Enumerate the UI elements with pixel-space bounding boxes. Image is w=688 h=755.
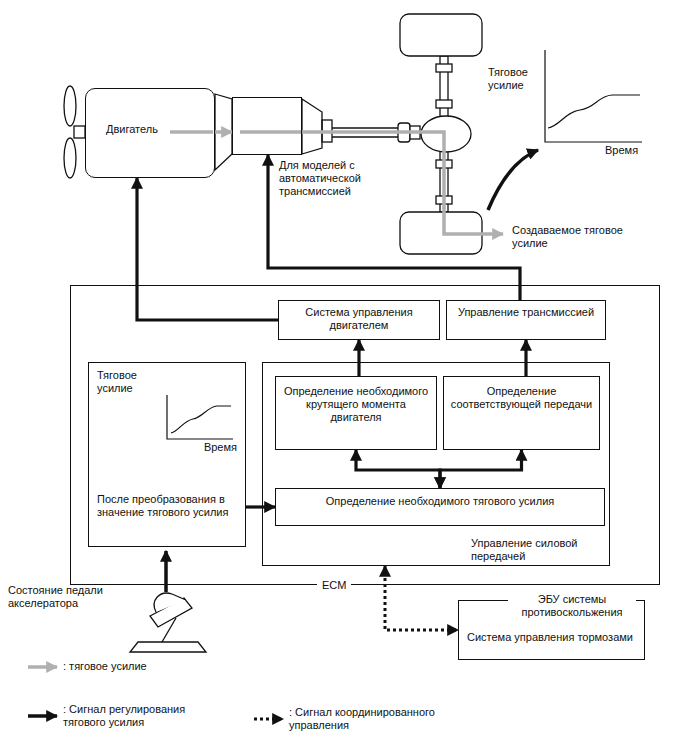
traction-flow [170, 132, 503, 234]
engine-bellhousing [215, 94, 232, 170]
propeller [64, 86, 85, 178]
legend-text: : Сигнал координированного управления [289, 706, 469, 732]
transmission-control-box: Управление трансмиссией [446, 300, 606, 340]
legend-line [254, 718, 283, 721]
input-label: Состояние педали акселератора [8, 584, 133, 610]
legend-line [28, 714, 57, 718]
legend-text: : тяговое усилие [63, 660, 213, 673]
axis-label: Тяговое усилие [97, 369, 147, 395]
engine-box: Двигатель [85, 88, 215, 178]
conversion-box: Тяговое усилиеВремяПосле преобразования … [88, 362, 246, 547]
axis-label: Время [97, 441, 237, 454]
box-text: Определение необходимого тягового усилия [282, 495, 598, 508]
control-arrow [246, 505, 275, 508]
box-text: Управление трансмиссией [453, 306, 599, 319]
box-text: Определение необходимого крутящего момен… [282, 385, 430, 425]
control-arrow [356, 450, 440, 488]
control-arrow [440, 450, 522, 488]
legend-sample [26, 709, 60, 723]
box-text: Система управления тормозами [467, 631, 636, 644]
ecm-label: ECM [317, 579, 351, 592]
coordination-arrow [385, 566, 458, 630]
control-arrow [268, 155, 520, 300]
legend-line [28, 665, 57, 669]
force-graph [97, 395, 235, 441]
traction-box: Определение необходимого тягового усилия [275, 488, 605, 526]
unit-heading: ЭБУ системы противоскольжения [508, 593, 636, 619]
box-text: Двигатель [106, 123, 210, 136]
box-text: Определение соответствующей передачи [450, 385, 593, 411]
engine-control-box: Система управления двигателем [278, 300, 440, 340]
output-label: Создаваемое тяговое усилие [512, 224, 632, 250]
callout-text: Для моделей с автоматической трансмиссие… [279, 159, 379, 199]
axle [421, 56, 471, 212]
pedal-arrow [164, 551, 168, 592]
traction-flow-arrow [215, 130, 232, 134]
legend-item: : Сигнал координированного управления [252, 706, 469, 732]
callout-arrow [488, 150, 538, 210]
transmission-tail [302, 99, 332, 154]
group-label: Управление силовой передачей [471, 537, 581, 563]
graph-axes [167, 395, 233, 439]
accelerator-pedal [130, 593, 206, 652]
box-text: Система управления двигателем [285, 306, 433, 332]
abs-ecu-box: ЭБУ системы противоскольженияСистема упр… [458, 600, 645, 660]
axis-label: Время [605, 144, 655, 157]
torque-box: Определение необходимого крутящего момен… [275, 376, 437, 450]
legend-sample [252, 712, 286, 726]
gear-box: Определение соответствующей передачи [443, 376, 600, 450]
legend-item: : Сигнал регулирования тягового усилия [26, 703, 223, 729]
transmission-box: Для моделей с автоматической трансмиссие… [232, 97, 302, 155]
box-text: После преобразования в значение тягового… [97, 493, 237, 519]
wheels [400, 14, 482, 254]
legend-item: : тяговое усилие [26, 660, 213, 674]
output-graph [545, 50, 642, 142]
legend-text: : Сигнал регулирования тягового усилия [63, 703, 223, 729]
powertrain-control-box: Определение необходимого крутящего момен… [262, 362, 610, 566]
control-arrow [357, 340, 360, 376]
graph-curve [171, 406, 231, 433]
legend-sample [26, 660, 60, 674]
axis-label: Тяговое усилие [488, 66, 546, 92]
control-arrow [524, 340, 527, 376]
ecm-box: Система управления двигателемУправление … [70, 285, 660, 585]
control-arrow [137, 178, 278, 320]
